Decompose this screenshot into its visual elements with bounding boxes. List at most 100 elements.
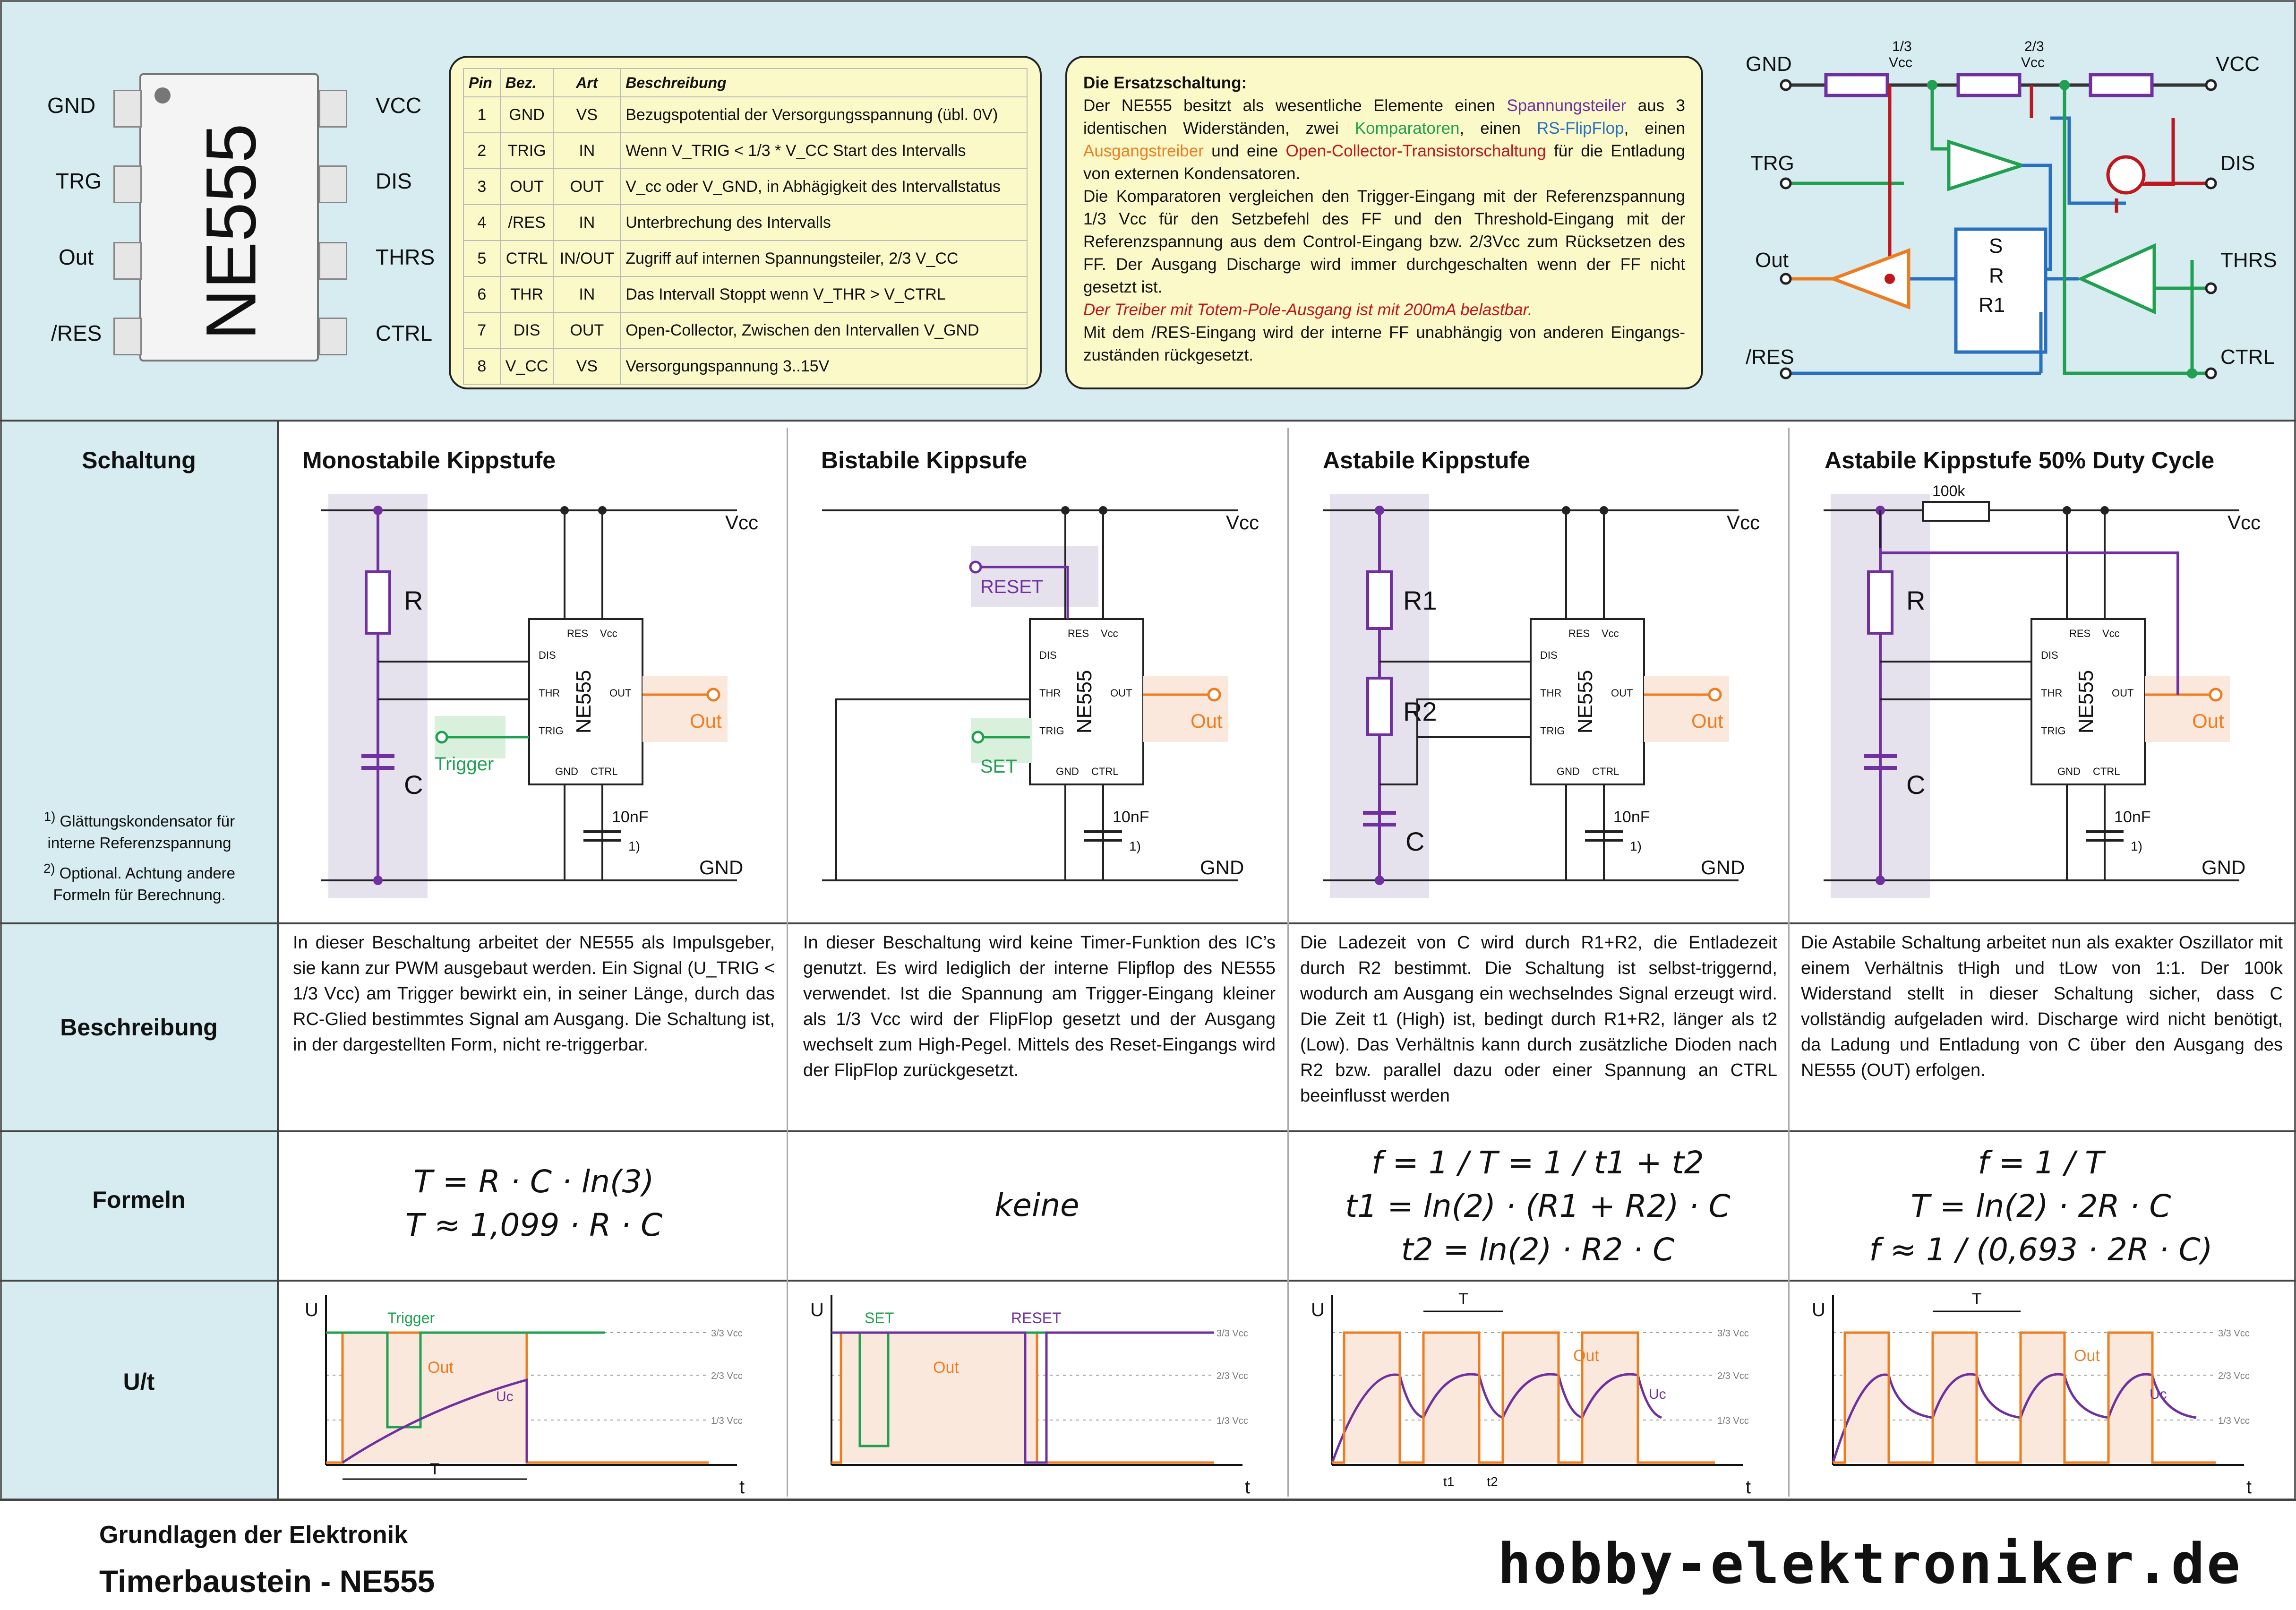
pin-vcc: Vcc — [1101, 628, 1118, 639]
level-label: 2/3 Vcc — [1217, 1371, 1248, 1381]
divider-top — [0, 420, 2296, 422]
out-terminal — [1708, 688, 1722, 702]
out-band — [1143, 676, 1228, 742]
footer-title: Timerbaustein - NE555 — [99, 1564, 435, 1599]
formula-ast-3: t2 = ln(2) · R2 · C — [1401, 1231, 1675, 1268]
pin-label-out: Out — [59, 245, 94, 269]
out-wave-label: Out — [1573, 1347, 1599, 1365]
level-label: 1/3 Vcc — [2218, 1416, 2250, 1426]
gnd-label: GND — [2202, 856, 2245, 878]
formula-a50-2: T = ln(2) · 2R · C — [1910, 1188, 2171, 1224]
period-label: T — [1972, 1290, 1982, 1308]
reset-label: RESET — [980, 577, 1043, 597]
pin-cell: IN — [553, 276, 621, 313]
eq-res: /RES — [1746, 345, 1794, 369]
pin-trig: TRIG — [1540, 725, 1565, 737]
eq-s: S — [1989, 234, 2003, 258]
footnotes: 1) Glättungskondensator für interne Refe… — [28, 806, 250, 906]
divider-formeln — [0, 1280, 2296, 1282]
pin-thr: THR — [2041, 687, 2062, 699]
ic-pin-r2 — [319, 165, 347, 203]
reset-wave — [831, 1331, 1214, 1464]
pin-label-thrs: THRS — [376, 245, 435, 269]
trigger-label: Trigger — [435, 754, 494, 775]
label-c: C — [404, 770, 423, 800]
pin-gnd: GND — [2057, 766, 2081, 777]
level-label: 3/3 Vcc — [711, 1328, 743, 1339]
formula-monostabil: T = R · C · ln(3) T ≈ 1,099 · R · C — [283, 1160, 784, 1247]
pin-cell: V_cc oder V_GND, in Abhägigkeit des Inte… — [620, 168, 1028, 205]
cap-note: 1) — [1630, 839, 1642, 853]
formula-ast-2: t1 = ln(2) · (R1 + R2) · C — [1345, 1188, 1731, 1224]
out-wave-label: Out — [933, 1359, 959, 1377]
t2-label: t2 — [1487, 1474, 1498, 1489]
pin-cell: 6 — [463, 276, 501, 313]
divider-schaltung — [0, 922, 2296, 924]
pin-trig: TRIG — [1039, 725, 1064, 737]
ic-pin-l3 — [113, 242, 142, 280]
pin-ctrl: CTRL — [1091, 766, 1118, 777]
pin-cell: IN — [553, 204, 621, 241]
gnd-label: GND — [1701, 856, 1745, 878]
row-label-ut: U/t — [123, 1369, 155, 1395]
eq-r: R — [1989, 264, 2004, 287]
pin-res: RES — [1568, 628, 1590, 639]
eq-trg: TRG — [1750, 152, 1794, 175]
title-astabil: Astabile Kippstufe — [1323, 447, 1530, 474]
divider-ut — [0, 1499, 2296, 1501]
eq-thrs: THRS — [2220, 249, 2277, 272]
desc-monostabil: In dieser Beschaltung arbeitet der NE555… — [293, 933, 775, 1055]
pin-ctrl: CTRL — [2093, 766, 2120, 777]
pin-label-dis: DIS — [376, 169, 412, 193]
vcc-label: Vcc — [725, 511, 758, 534]
set-wave-label: SET — [865, 1309, 894, 1326]
brand-logo[interactable]: hobby-elektroniker.de — [1498, 1531, 2242, 1596]
desc-astabil-50: Die Astabile Schaltung arbeitet nun als … — [1801, 933, 2283, 1080]
level-label: 1/3 Vcc — [1217, 1416, 1248, 1426]
pin-cell: 4 — [463, 204, 501, 241]
cap-note: 1) — [2131, 839, 2142, 853]
label-r: R — [1906, 585, 1925, 615]
pin-label-trg: TRG — [56, 169, 102, 193]
ic-pin-l2 — [113, 165, 142, 203]
pin-cell: IN — [553, 132, 621, 169]
cap-10nf: 10nF — [612, 808, 649, 826]
t-label: t — [1245, 1477, 1250, 1498]
pin-dis: DIS — [539, 649, 556, 661]
pin-cell: Zugriff auf internen Spannungsteiler, 2/… — [620, 240, 1028, 277]
formula-a50-3: f ≈ 1 / (0,693 · 2R · C) — [1869, 1231, 2213, 1268]
u-label: U — [305, 1300, 318, 1320]
ic-pin-l4 — [113, 318, 142, 355]
pin-cell: 5 — [463, 240, 501, 277]
pin-cell: GND — [499, 96, 554, 133]
pin-cell: DIS — [499, 312, 554, 349]
out-band — [2145, 676, 2230, 742]
formula-astabil: f = 1 / T = 1 / t1 + t2 t1 = ln(2) · (R1… — [1290, 1141, 1786, 1272]
pin-cell: CTRL — [499, 240, 554, 277]
chip-label: NE555 — [572, 670, 595, 734]
level-label: 2/3 Vcc — [1717, 1371, 1749, 1381]
ic-pin-l1 — [113, 90, 142, 128]
pin-cell: Bezugspotential der Versorgungsspannung … — [620, 96, 1028, 133]
label-r2: R2 — [1403, 697, 1437, 726]
pin-cell: 3 — [463, 168, 501, 205]
ne555-chip — [2030, 618, 2146, 785]
pin-out: OUT — [1110, 687, 1132, 699]
u-label: U — [1311, 1300, 1325, 1320]
pin-cell: THR — [499, 276, 554, 313]
vcc-label: Vcc — [1727, 511, 1760, 534]
title-astabil-50: Astabile Kippstufe 50% Duty Cycle — [1825, 447, 2215, 474]
pin-thr: THR — [1540, 687, 1561, 699]
level-label: 3/3 Vcc — [1217, 1328, 1248, 1339]
resistor-r — [365, 570, 391, 635]
pin-res: RES — [567, 628, 588, 639]
out-band — [1644, 676, 1729, 742]
label-r: R — [404, 585, 423, 615]
pin-dis: DIS — [1039, 649, 1057, 661]
pin-dis: DIS — [1540, 649, 1558, 661]
